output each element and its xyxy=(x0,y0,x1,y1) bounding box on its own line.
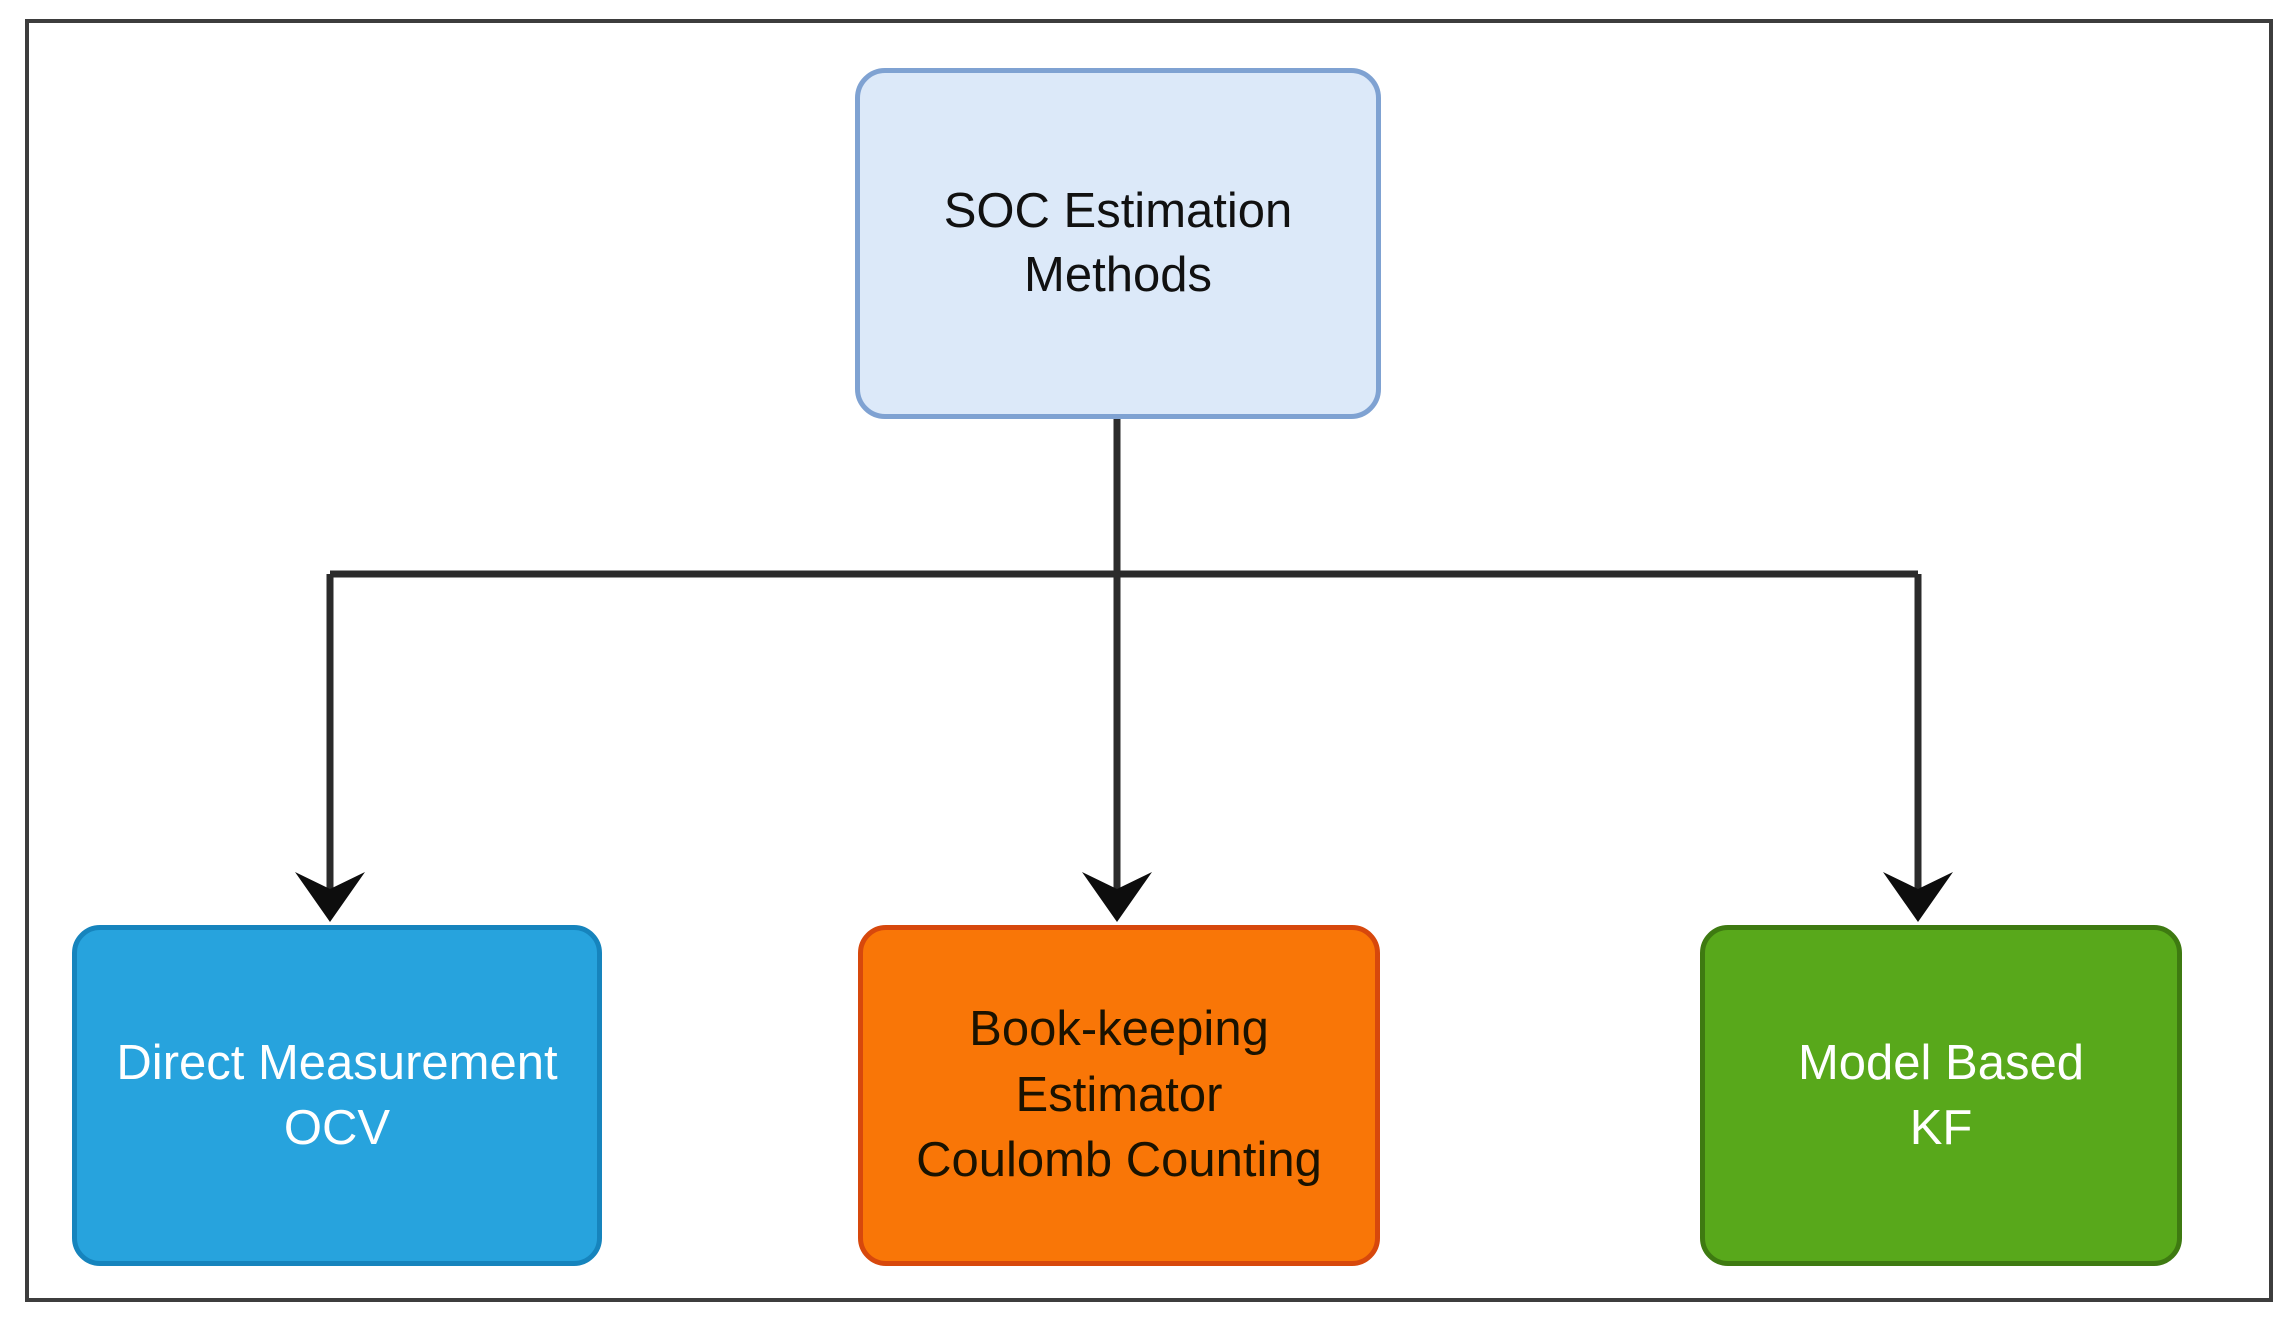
node-model-line-1: Model Based xyxy=(1797,1035,2084,1090)
node-bookkeeping-line-3: Coulomb Counting xyxy=(916,1133,1322,1188)
node-book-keeping-estimator[interactable]: Book-keeping Estimator Coulomb Counting xyxy=(858,925,1380,1266)
node-bookkeeping-line-1: Book-keeping xyxy=(969,1002,1269,1057)
node-root-line-1: SOC Estimation xyxy=(943,183,1293,238)
node-direct-line-2: OCV xyxy=(283,1100,391,1155)
node-direct-line-1: Direct Measurement xyxy=(116,1035,558,1090)
node-direct-measurement[interactable]: Direct Measurement OCV xyxy=(72,925,602,1266)
node-soc-estimation-methods[interactable]: SOC Estimation Methods xyxy=(855,68,1381,419)
node-root-line-2: Methods xyxy=(1024,247,1212,302)
node-model-based[interactable]: Model Based KF xyxy=(1700,925,2182,1266)
node-model-line-2: KF xyxy=(1909,1100,1973,1155)
node-bookkeeping-line-2: Estimator xyxy=(1015,1067,1223,1122)
